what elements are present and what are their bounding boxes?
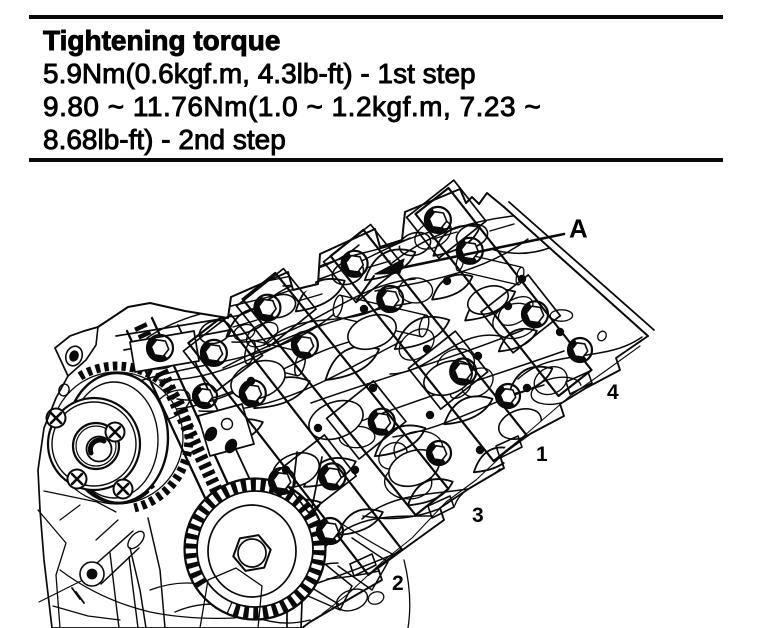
svg-text:2: 2 <box>392 572 404 595</box>
svg-text:1: 1 <box>536 443 548 466</box>
svg-text:A: A <box>569 214 588 244</box>
svg-text:4: 4 <box>607 381 619 404</box>
svg-text:3: 3 <box>472 504 484 527</box>
